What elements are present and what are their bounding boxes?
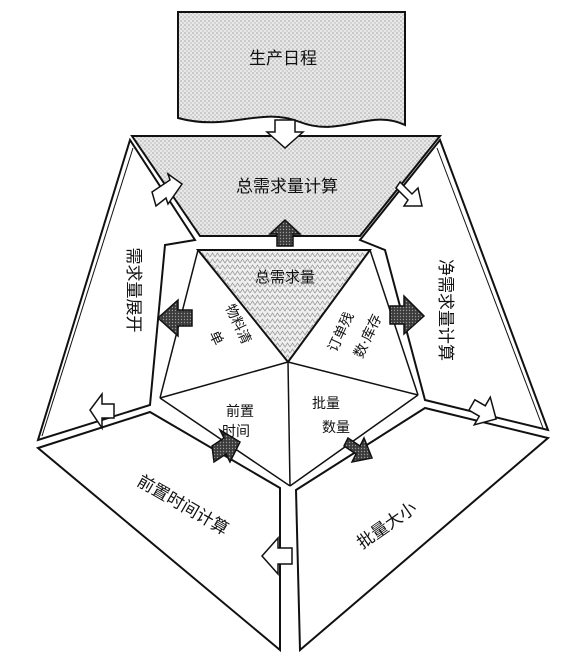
center-triangle: [195, 249, 372, 364]
bottom-left-section: [35, 410, 281, 653]
right-down-arrow-icon: [395, 180, 423, 207]
bottom-left-white-arrow-icon: [260, 536, 293, 576]
inner-bl-line1: 前置: [226, 403, 254, 420]
right-section-label: 净需求量计算: [435, 259, 455, 361]
inner-right-line1: 订单残: [325, 310, 357, 355]
center-triangle-label: 总需求量: [255, 268, 315, 286]
inner-br-line2: 数量: [322, 420, 350, 436]
pentagon-sections: [35, 137, 551, 653]
inner-left-line2: 单: [205, 329, 225, 348]
left-white-arrow-icon: [89, 391, 115, 431]
top-section-label: 总需求量计算: [236, 177, 338, 197]
left-section-label: 需求量展开: [123, 248, 143, 333]
inner-bl-line2: 时间: [222, 424, 250, 440]
inner-right-line2: 数·库存: [351, 312, 385, 361]
right-white-arrow-icon: [467, 395, 498, 427]
dark-left-arrow-icon: [156, 298, 193, 338]
top-box-label: 生产日程: [249, 49, 317, 69]
dark-down-left-arrow-icon: [211, 428, 241, 464]
dark-right-arrow-icon: [389, 294, 426, 336]
dark-down-right-arrow-icon: [343, 436, 374, 464]
top-box: [177, 11, 406, 128]
top-section: [130, 135, 443, 237]
up-arrow-icon: [268, 218, 302, 247]
left-section: [36, 137, 197, 442]
bottom-right-section: [294, 406, 551, 653]
inner-br-line1: 批量: [312, 396, 340, 412]
arrows: [89, 119, 498, 576]
down-arrow-icon: [265, 119, 305, 150]
left-up-arrow-icon: [151, 172, 184, 208]
